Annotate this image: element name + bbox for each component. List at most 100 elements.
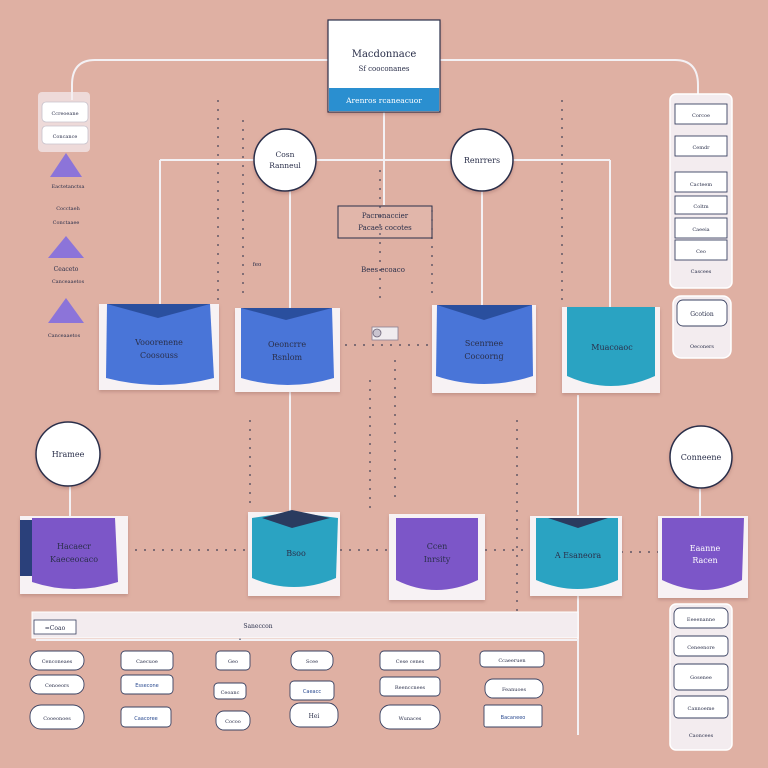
left-item-1: Ccreoeane	[51, 111, 78, 117]
left-item-5: Conctaaee	[53, 220, 80, 226]
shield-2-line2: Rsnlom	[272, 353, 303, 362]
shield-purple-3	[658, 516, 748, 598]
circle-left-mid: Hramee	[35, 421, 101, 487]
right-item-2: Cemdr	[692, 145, 710, 151]
circle-center-top: Renrrers	[450, 128, 514, 192]
shield-teal-3	[530, 516, 622, 596]
bottom-tag: Hei	[309, 713, 320, 720]
left-column: Ccreoeane Concance Eactetanctsa Cocctaeh…	[38, 92, 90, 339]
bottom-right-item-5: Caoncees	[689, 733, 714, 739]
triangle-icon	[50, 153, 82, 177]
shield-blue-2	[235, 308, 340, 392]
bottom-tags	[29, 650, 545, 731]
header-bar-text: Arenros rcaneacuor	[345, 96, 422, 105]
bottom-main-bar-label: =Coao	[45, 625, 66, 632]
shield-purple-2	[389, 514, 485, 600]
bottom-right-card-3	[673, 663, 729, 691]
circle-right-mid: Conneene	[669, 425, 733, 489]
shield-row2-1-line1: Hacaecr	[57, 542, 91, 551]
bottom-tag: Cenconeaes	[42, 659, 73, 665]
center-box-caption: Bees ecoaco	[361, 266, 405, 274]
bottom-right-item-3: Gosenee	[690, 675, 712, 681]
header-subtitle: Sf cooconanes	[358, 65, 409, 73]
circle-right-mid-label: Conneene	[681, 453, 722, 462]
right-item-7: Cascees	[691, 269, 712, 275]
bottom-tag: Cese cenes	[396, 659, 425, 665]
shield-row-2: Hacaecr Kaeceocaco Bsoo Ccen Inrsity A E…	[20, 510, 748, 600]
shield-row2-2-line1: Bsoo	[286, 549, 306, 558]
left-item-7: Canceaaetos	[52, 279, 85, 285]
shield-blue-3	[432, 305, 536, 393]
shield-purple-1	[20, 516, 128, 594]
bottom-bar: =Coao Saneccon	[31, 611, 579, 639]
bottom-tag: Cenoeors	[45, 683, 69, 689]
bottom-tag: Cocoo	[225, 719, 241, 725]
bottom-right-stack: Eeeenanne Ceneenore Gosenee Cannoeme Cao…	[669, 603, 733, 751]
circle-left-top-line2: Ranneul	[269, 161, 301, 170]
bottom-tag: Caecuoe	[136, 659, 158, 665]
shield-row2-3-line2: Inrsity	[424, 555, 451, 564]
bottom-tag: Feanuoes	[502, 687, 527, 693]
center-box-line1: Pacronaccier	[362, 212, 409, 220]
shield-row2-3-line1: Ccen	[427, 542, 448, 551]
shield-2-line1: Oeoncrre	[268, 340, 306, 349]
dotted-guides	[135, 100, 660, 640]
left-item-6: Ceaceto	[54, 266, 79, 273]
bottom-tag: Wunaces	[399, 716, 422, 722]
bottom-tag: Bacaneeo	[501, 715, 526, 721]
left-item-4: Cocctaeh	[56, 206, 80, 212]
shield-teal-2	[248, 510, 340, 596]
bottom-right-card-4	[673, 695, 729, 719]
bottom-axis-label: Saneccon	[243, 623, 272, 630]
circle-left-mid-label: Hramee	[52, 450, 85, 459]
bottom-right-card-1	[673, 607, 729, 629]
shield-1-line1: Vooorenene	[134, 338, 183, 347]
right-card-5	[674, 217, 728, 239]
left-item-8: Canceaaetos	[48, 333, 81, 339]
right-card-7	[676, 299, 728, 327]
left-item-3: Eactetanctsa	[52, 184, 85, 190]
bottom-tag: Cooeonoes	[43, 716, 71, 722]
right-item-1: Corcoe	[692, 113, 710, 119]
triangle-icon	[48, 298, 84, 323]
bottom-tag: Essecone	[135, 683, 159, 689]
header-box	[327, 19, 441, 113]
bottom-tag: Ccaeeruen	[498, 658, 526, 664]
bottom-tag: Caeacc	[303, 689, 321, 695]
right-column: Corcoe Cemdr Cacteem Coltm Caeeia Ceo Ca…	[669, 93, 733, 359]
left-card-1	[41, 101, 89, 123]
connector-node	[371, 326, 399, 341]
right-card-4	[674, 195, 728, 215]
right-item-8: Gcotion	[690, 311, 714, 318]
circle-left-top-line1: Cosn	[276, 150, 295, 159]
center-info-box: Pacronaccier Pacaes cocotes	[337, 205, 433, 239]
shield-teal-1	[562, 307, 660, 393]
bottom-tag: Ceoanc	[221, 690, 240, 696]
small-label: feo	[253, 262, 262, 268]
right-item-4: Coltm	[693, 204, 708, 210]
shield-3-line2: Cocoorng	[464, 352, 503, 361]
shield-row2-1-line2: Kaeceocaco	[50, 555, 98, 564]
bottom-right-item-1: Eeeenanne	[687, 617, 715, 623]
bottom-tag: Scee	[306, 659, 318, 665]
header-title: Macdonnace	[352, 49, 417, 60]
shield-3-line1: Scenrnee	[465, 339, 504, 348]
bottom-right-card-2	[673, 635, 729, 657]
left-card-2	[41, 125, 89, 145]
triangle-icon	[48, 236, 84, 258]
bottom-tag: Caacoree	[134, 716, 158, 722]
right-item-6: Ceo	[696, 249, 706, 255]
right-item-5: Caeeia	[692, 227, 709, 233]
shield-1-line2: Coosouss	[140, 351, 178, 360]
right-item-9: Oeconers	[690, 344, 714, 350]
circle-left-top: Cosn Ranneul	[253, 128, 317, 192]
shield-row2-5-line1: Eaanne	[690, 544, 721, 553]
right-card-3	[674, 171, 728, 193]
center-box-line2: Pacaes cocotes	[358, 224, 412, 232]
right-card-2	[674, 135, 728, 157]
shield-blue-1	[99, 304, 219, 390]
bottom-tag: Geo	[228, 659, 238, 665]
right-item-3: Cacteem	[690, 182, 713, 188]
right-card-6	[674, 239, 728, 261]
